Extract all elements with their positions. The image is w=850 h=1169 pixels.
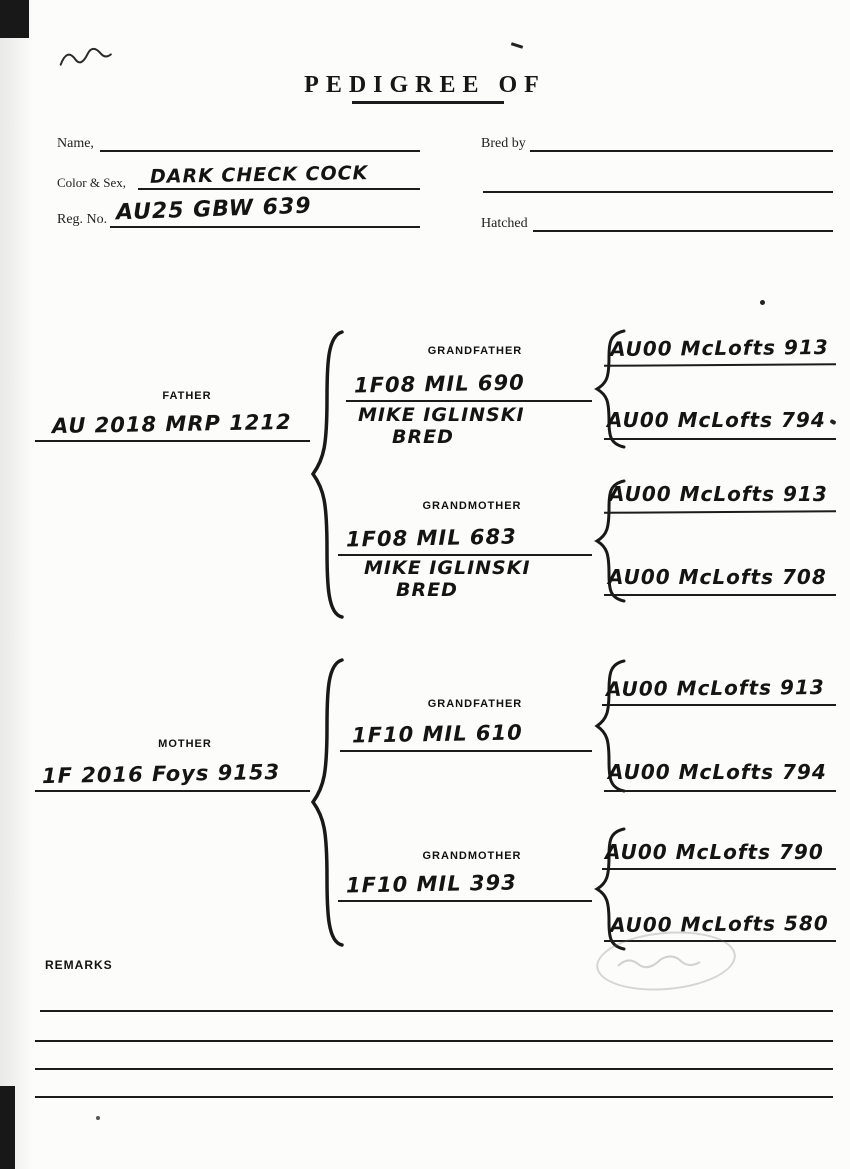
bred-by-label: Bred by [481,136,526,151]
father-grandfather-sire: AU00 McLofts 913 [609,335,829,361]
father-grandmother-line [338,554,592,556]
page-title: PEDIGREE OF [304,72,546,98]
ggp-line-4 [604,594,836,596]
mother-grandmother-brace-icon [594,827,626,951]
hatched-label: Hatched [481,216,528,231]
name-line [100,150,420,152]
remarks-line-2 [35,1040,833,1042]
mother-grandmother-dam: AU00 McLofts 580 [609,911,829,937]
ggp-line-6 [604,790,836,792]
mother-grandmother-sire: AU00 McLofts 790 [605,840,824,864]
mother-grandfather-brace-icon [594,659,626,793]
mother-grandfather-dam: AU00 McLofts 794 [608,760,827,784]
remarks-line-1 [40,1010,833,1012]
ggp-line-2 [604,438,836,440]
ink-dot [829,418,837,426]
mother-grandmother-value: 1F10 MIL 393 [345,870,517,898]
father-grandfather-dam: AU00 McLofts 794 [607,408,826,432]
father-grandmother-breeder1: MIKE IGLINSKI [364,557,531,579]
color-sex-label: Color & Sex, [57,175,126,190]
reg-no-value: AU25 GBW 639 [115,193,313,226]
father-grandmother-breeder2: BRED [396,579,458,601]
father-grandmother-brace-icon [594,479,626,603]
bred-by-line [530,150,833,152]
father-grandmother-dam: AU00 McLofts 708 [608,565,827,589]
father-grandmother-sire: AU00 McLofts 913 [609,482,828,506]
father-grandfather-label: GRANDFATHER [427,345,523,357]
mother-grandmother-line [338,900,592,902]
reg-no-line [110,226,420,228]
father-label: FATHER [162,390,212,402]
reg-no-label: Reg. No. [57,212,108,227]
hatched-line [533,230,833,232]
mother-value: 1F 2016 Foys 9153 [41,759,281,789]
mother-grandfather-value: 1F10 MIL 610 [351,720,523,748]
father-grandmother-value: 1F08 MIL 683 [345,524,517,552]
remarks-line-4 [35,1096,833,1098]
father-brace-icon [310,330,344,619]
mother-brace-icon [310,658,344,947]
ggp-line-3 [603,510,837,514]
pen-scribble [59,47,112,66]
father-grandfather-line [346,400,592,402]
mother-grandmother-label: GRANDMOTHER [422,850,522,862]
right-blank-line [483,191,833,193]
scan-black-corner-bottom [0,1086,15,1169]
father-grandfather-brace-icon [594,329,626,449]
scan-edge-strip [0,0,34,1169]
color-sex-line [138,188,420,190]
name-label: Name, [57,136,94,151]
father-grandfather-breeder2: BRED [392,426,454,448]
mother-grandfather-label: GRANDFATHER [427,698,523,710]
mother-grandfather-line [340,750,592,752]
father-grandmother-label: GRANDMOTHER [422,500,522,512]
father-line [35,440,310,442]
father-grandfather-breeder1: MIKE IGLINSKI [358,404,525,426]
ink-dot [96,1116,100,1120]
color-sex-value: DARK CHECK COCK [149,162,369,188]
remarks-label: REMARKS [45,958,113,972]
ggp-line-5 [602,704,836,706]
ggp-line-1 [603,363,837,367]
remarks-line-3 [35,1068,833,1070]
scan-black-corner-top [0,0,29,38]
ggp-line-7 [602,868,836,870]
ggp-line-8 [604,940,836,942]
faint-stamp-scribble [617,955,701,969]
pen-dash [510,42,524,49]
mother-grandfather-sire: AU00 McLofts 913 [605,675,825,701]
ink-dot [760,300,765,305]
father-grandfather-value: 1F08 MIL 690 [353,370,525,398]
father-value: AU 2018 MRP 1212 [51,409,292,439]
mother-line [35,790,310,792]
mother-label: MOTHER [158,738,212,750]
title-underline [352,101,504,104]
